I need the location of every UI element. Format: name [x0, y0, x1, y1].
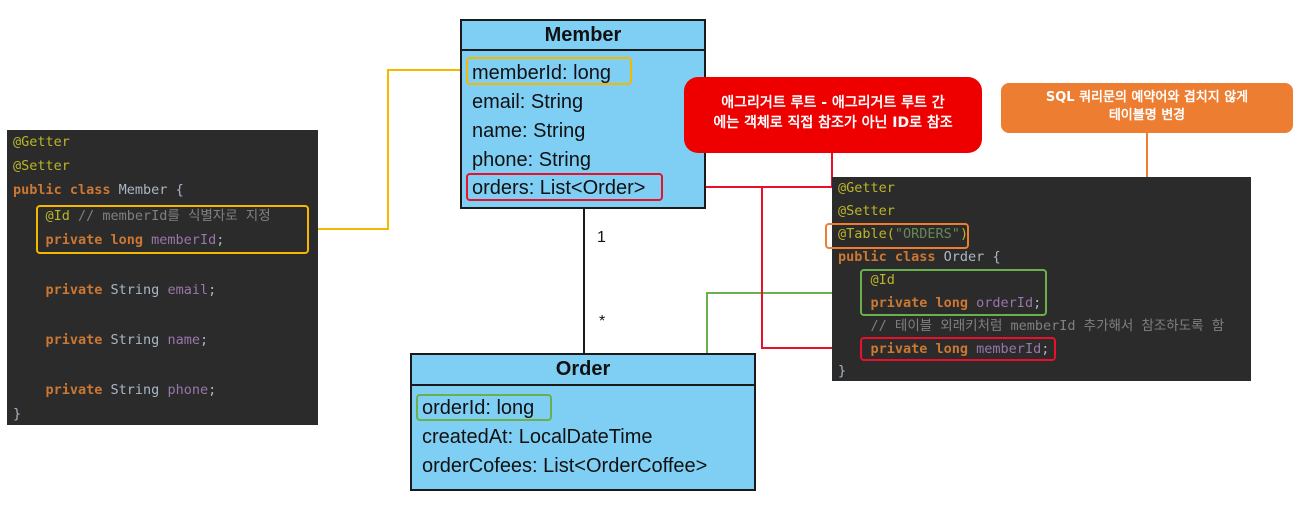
- code-token: private long: [838, 295, 977, 311]
- order-code-panel: @Getter @Setter @Table("ORDERS") public cla…: [832, 177, 1251, 381]
- code-line: private String email;: [13, 281, 217, 299]
- code-line: // 테이블 외래키처럼 memberId 추가해서 참조하도록 함: [838, 317, 1225, 335]
- code-line: @Getter: [838, 179, 895, 197]
- code-token: @Setter: [13, 158, 70, 174]
- code-token: @Id: [838, 272, 895, 288]
- code-token: @Getter: [13, 134, 70, 150]
- code-token: ): [959, 226, 969, 242]
- code-line: private long orderId;: [838, 294, 1042, 312]
- code-token: private: [13, 332, 111, 348]
- code-line: private String name;: [13, 331, 209, 349]
- code-token: @Table(: [838, 226, 895, 242]
- red-connector-down: [761, 187, 862, 349]
- order-attr-orderid: orderId: long: [422, 397, 535, 419]
- highlight-member-code-id: [36, 205, 309, 254]
- code-line: private String phone;: [13, 381, 217, 399]
- table-name-callout: SQL 쿼리문의 예약어와 겹치지 않게 테이블명 변경: [1001, 83, 1293, 133]
- code-line: @Setter: [13, 157, 70, 175]
- code-token: @Getter: [838, 180, 895, 196]
- code-token: }: [13, 406, 22, 422]
- order-attr-createdat: createdAt: LocalDateTime: [422, 426, 653, 448]
- order-attr-ordercoffees: orderCofees: List<OrderCoffee>: [422, 455, 708, 477]
- code-token: public class: [13, 182, 119, 198]
- highlight-member-memberid-attr: [466, 57, 632, 85]
- code-line: @Table("ORDERS"): [838, 225, 968, 243]
- code-token: "ORDERS": [894, 226, 960, 242]
- aggregate-root-callout: 애그리거트 루트 - 애그리거트 루트 간 에는 객체로 직접 참조가 아닌 I…: [684, 77, 982, 153]
- code-token: public class: [838, 249, 944, 265]
- code-token: ;: [208, 282, 217, 298]
- code-token: Order {: [943, 249, 1001, 265]
- highlight-member-orders-attr: [466, 173, 663, 201]
- code-token: Member {: [118, 182, 184, 198]
- highlight-order-code-table: [825, 223, 969, 249]
- highlight-order-code-orderid: [860, 269, 1047, 316]
- code-line: @Id: [838, 271, 895, 289]
- aggregate-root-callout-line1: 애그리거트 루트 - 애그리거트 루트 간: [721, 95, 945, 111]
- code-token: @Setter: [838, 203, 895, 219]
- table-name-callout-line1: SQL 쿼리문의 예약어와 겹치지 않게: [1045, 90, 1249, 105]
- code-token: orderId: [976, 295, 1034, 311]
- code-token: ;: [208, 382, 217, 398]
- member-class-name: Member: [462, 21, 704, 51]
- code-line: private long memberId;: [838, 340, 1050, 358]
- highlight-order-code-memberid: [860, 337, 1056, 361]
- code-token: // 테이블 외래키처럼 memberId 추가해서 참조하도록 함: [838, 318, 1225, 334]
- code-line: }: [13, 405, 21, 423]
- member-code-panel: @Getter @Setter public class Member { @Id …: [7, 130, 318, 425]
- member-attr-name: name: String: [472, 120, 586, 142]
- code-line: }: [838, 362, 846, 380]
- member-attr-email: email: String: [472, 91, 584, 113]
- code-line: @Setter: [838, 202, 895, 220]
- highlight-order-orderid-attr: [416, 394, 552, 421]
- code-token: @Id: [13, 208, 79, 224]
- code-token: }: [838, 363, 847, 379]
- code-token: private: [13, 282, 111, 298]
- code-token: phone: [167, 382, 209, 398]
- member-attr-memberid: memberId: long: [472, 62, 611, 84]
- code-token: ;: [1033, 295, 1042, 311]
- yellow-connector: [308, 69, 468, 230]
- code-token: memberId: [976, 341, 1042, 357]
- code-line: @Getter: [13, 133, 70, 151]
- member-class-box: Member memberId: long email: String name…: [460, 19, 706, 209]
- code-token: private long: [838, 341, 977, 357]
- code-token: private: [13, 382, 111, 398]
- code-token: ;: [1041, 341, 1050, 357]
- multiplicity-order-end: *: [599, 313, 606, 330]
- code-token: ;: [199, 332, 209, 348]
- code-token: ;: [216, 232, 225, 248]
- code-token: String: [110, 382, 168, 398]
- code-line: public class Order {: [838, 248, 1001, 266]
- code-token: email: [167, 282, 209, 298]
- code-token: String: [110, 332, 168, 348]
- order-class-name: Order: [412, 355, 754, 386]
- multiplicity-member-end: 1: [597, 229, 606, 246]
- code-token: String: [110, 282, 168, 298]
- aggregate-root-callout-line2: 에는 객체로 직접 참조가 아닌 ID로 참조: [713, 115, 953, 131]
- code-token: name: [167, 332, 200, 348]
- code-line: public class Member {: [13, 181, 184, 199]
- code-line: private long memberId;: [13, 231, 225, 249]
- member-attr-phone: phone: String: [472, 149, 591, 171]
- order-class-box: Order orderId: long createdAt: LocalDate…: [410, 353, 756, 491]
- table-name-callout-line2: 테이블명 변경: [1108, 108, 1186, 123]
- code-token: memberId: [151, 232, 217, 248]
- member-attr-orders: orders: List<Order>: [472, 177, 646, 199]
- code-token: // memberId를 식별자로 지정: [78, 208, 271, 224]
- code-token: private long: [13, 232, 152, 248]
- code-line: @Id // memberId를 식별자로 지정: [13, 207, 271, 225]
